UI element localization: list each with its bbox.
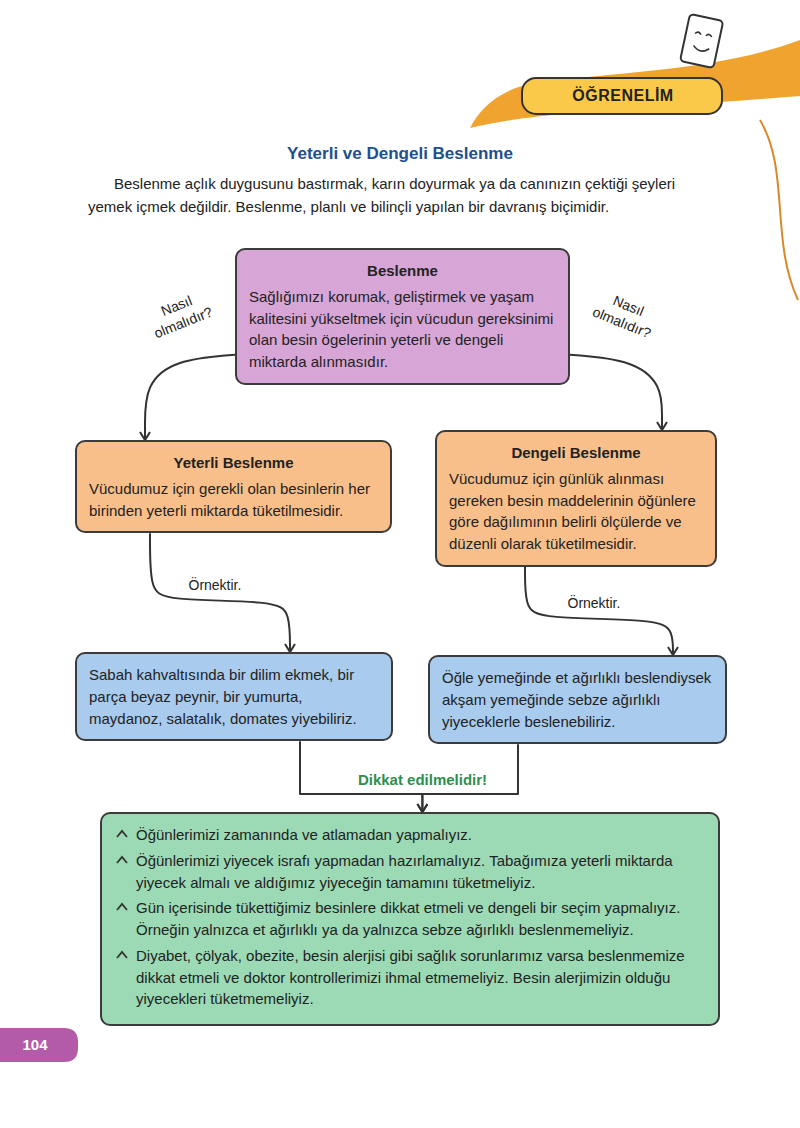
example-box: Öğle yemeğinde et ağırlıklı beslendiysek…	[428, 655, 727, 744]
bullet-chevron	[117, 857, 127, 863]
box-body: Sağlığımızı korumak, geliştirmek ve yaşa…	[249, 286, 556, 373]
concept-box: Dengeli BeslenmeVücudumuz için günlük al…	[435, 430, 717, 567]
section-banner-text: ÖĞRENELİM	[528, 87, 718, 105]
intro-paragraph: Beslenme açlık duygusunu bastırmak, karı…	[88, 172, 722, 219]
connector-arrow	[145, 355, 235, 440]
banner-line	[760, 120, 798, 300]
box-heading: Beslenme	[249, 260, 556, 282]
edge-label: Nasıl olmalıdır?	[575, 281, 675, 349]
edge-label: Örnektir.	[566, 595, 623, 613]
bullet-mark	[116, 855, 128, 864]
edge-label: Nasıl olmalıdır?	[130, 281, 230, 349]
box-heading: Yeterli Beslenme	[89, 452, 378, 474]
box-body: Vücudumuz için günlük alınması gereken b…	[449, 468, 703, 555]
definition-box: BeslenmeSağlığımızı korumak, geliştirmek…	[235, 248, 570, 385]
bullet-chevron	[117, 831, 127, 837]
box-body: Vücudumuz için gerekli olan besinlerin h…	[89, 478, 378, 522]
bullet-item: Öğünlerimizi zamanında ve atlamadan yapm…	[114, 824, 706, 846]
bullet-item: Diyabet, çölyak, obezite, besin alerjisi…	[114, 945, 706, 1010]
rules-box: Öğünlerimizi zamanında ve atlamadan yapm…	[100, 812, 720, 1026]
book-cover	[680, 14, 723, 68]
edge-label: Dikkat edilmelidir!	[356, 771, 489, 790]
edge-label: Örnektir.	[187, 577, 244, 595]
box-body: Öğle yemeğinde et ağırlıklı beslendiysek…	[442, 667, 713, 732]
concept-box: Yeterli BeslenmeVücudumuz için gerekli o…	[75, 440, 392, 533]
connector-arrow	[570, 355, 662, 430]
bullet-mark	[116, 829, 128, 838]
book-face	[692, 32, 712, 53]
page-title: Yeterli ve Dengeli Beslenme	[0, 144, 800, 164]
bullet-mark	[116, 902, 128, 911]
bullet-item: Gün içerisinde tükettiğimiz besinlere di…	[114, 897, 706, 941]
box-body: Sabah kahvaltısında bir dilim ekmek, bir…	[89, 664, 379, 729]
bullet-mark	[116, 950, 128, 959]
banner-band	[522, 78, 722, 114]
banner-swoosh	[470, 40, 800, 128]
box-heading: Dengeli Beslenme	[449, 442, 703, 464]
bullet-item: Öğünlerimizi yiyecek israfı yapmadan haz…	[114, 850, 706, 894]
example-box: Sabah kahvaltısında bir dilim ekmek, bir…	[75, 652, 393, 741]
connector-arrow	[150, 533, 290, 652]
connector-arrow	[525, 567, 673, 655]
book-icon	[680, 14, 723, 68]
page-number: 104	[0, 1036, 70, 1053]
bullet-chevron	[117, 904, 127, 910]
page-number-tab	[0, 1028, 78, 1062]
bullet-chevron	[117, 952, 127, 958]
